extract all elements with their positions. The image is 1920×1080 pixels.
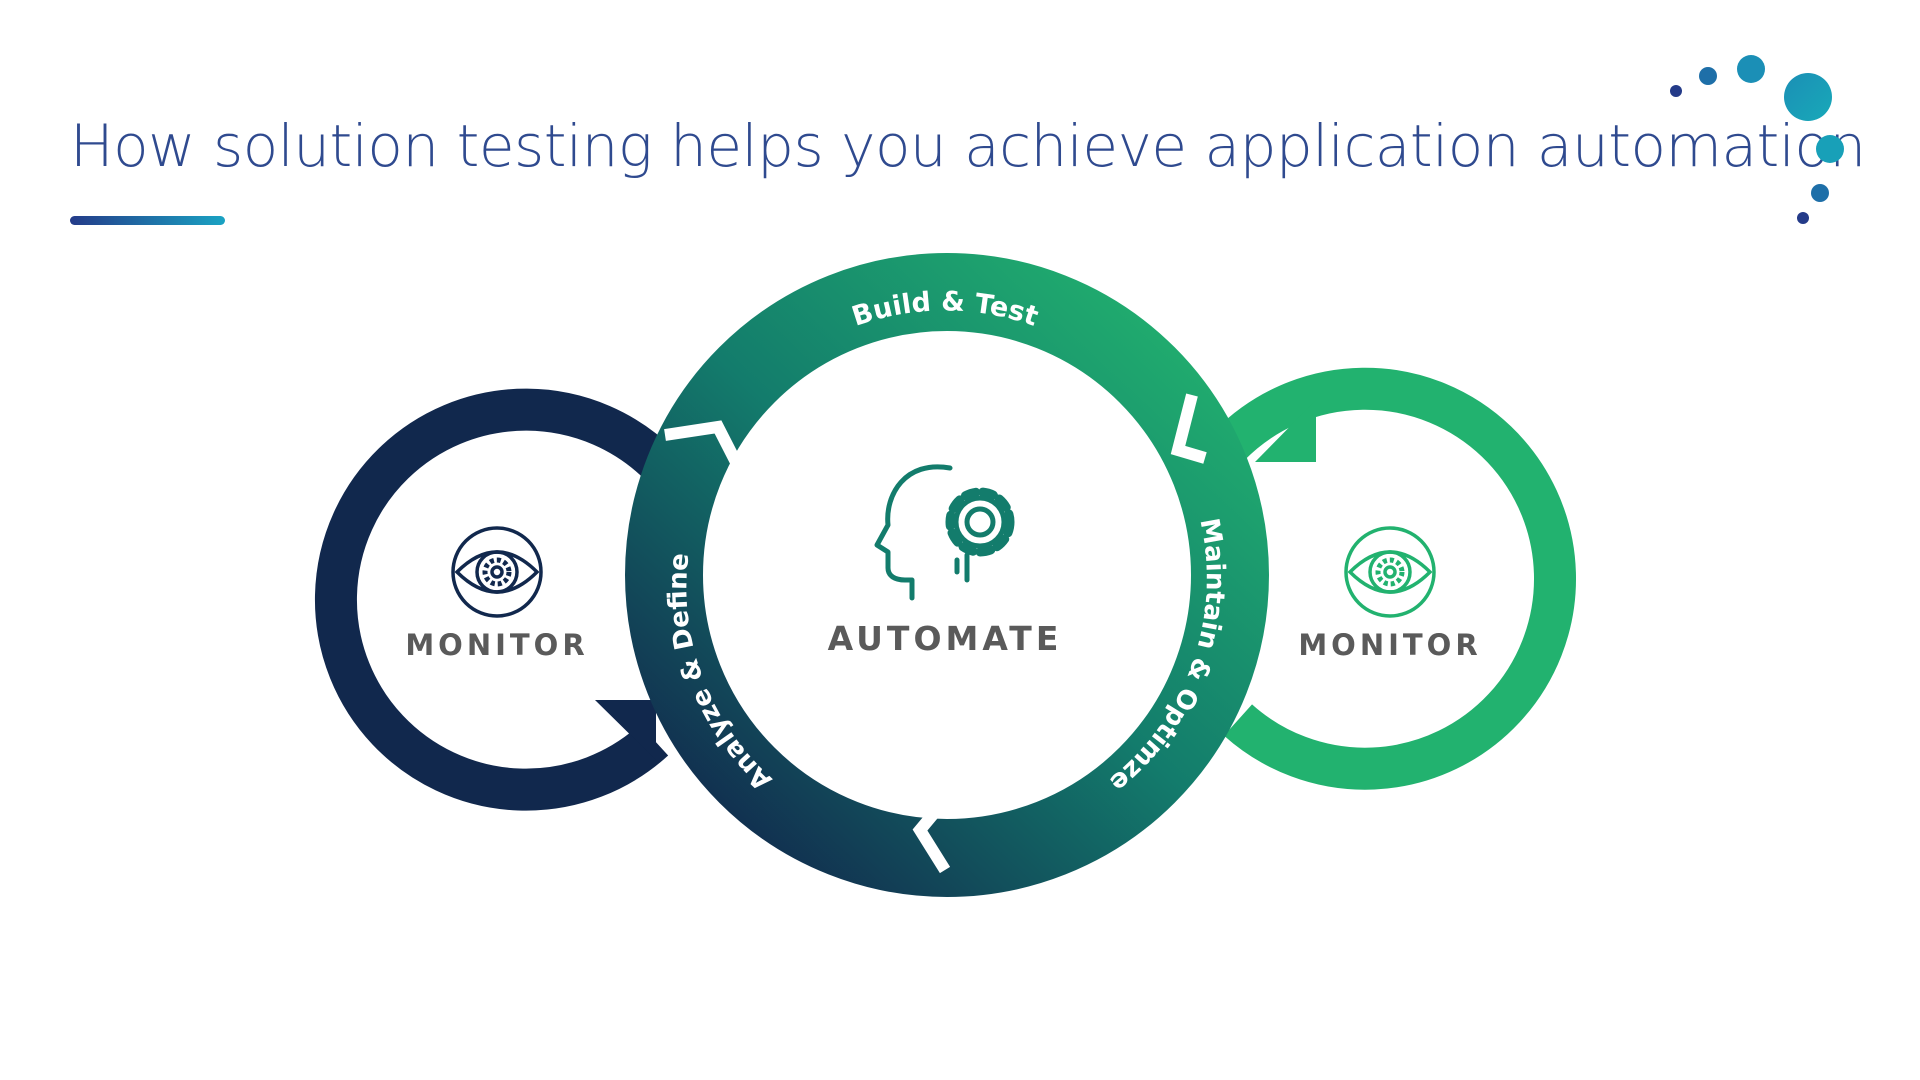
decorative-dots	[1670, 55, 1844, 224]
title-underline	[70, 216, 225, 225]
head-gear-icon	[874, 464, 1015, 601]
eye-gear-icon	[1344, 526, 1436, 618]
page-title: How solution testing helps you achieve a…	[70, 112, 1866, 180]
right-loop	[1215, 367, 1576, 790]
center-loop	[625, 253, 1269, 897]
left-loop	[314, 388, 675, 811]
center-node-label: AUTOMATE	[828, 619, 1063, 658]
center-ring-break-top-left	[664, 420, 746, 473]
center-ring	[625, 253, 1269, 897]
left-node-label: MONITOR	[405, 628, 588, 662]
eye-gear-icon	[451, 526, 543, 618]
right-ring	[1215, 367, 1576, 790]
left-ring-arrowhead	[595, 700, 656, 760]
right-node-label: MONITOR	[1298, 628, 1481, 662]
left-ring	[314, 388, 675, 811]
center-ring-break-bottom	[912, 796, 951, 874]
right-ring-arrowhead	[1255, 400, 1316, 462]
center-ring-break-top-right	[1170, 393, 1207, 464]
